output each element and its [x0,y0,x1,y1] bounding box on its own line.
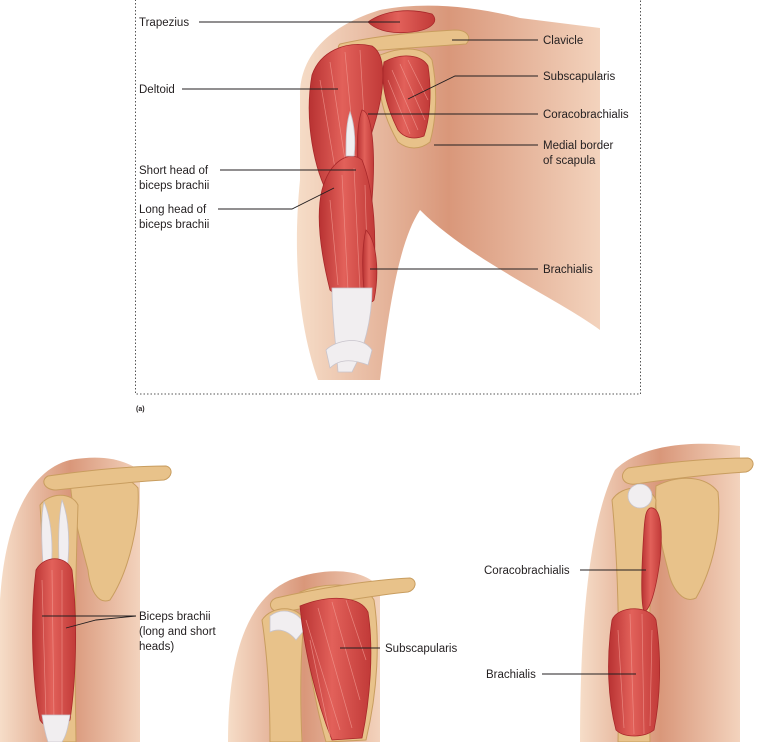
humerus-c [261,608,305,742]
label-biceps-line3: heads) [139,641,174,653]
label-medial-border-line1: Medial border [543,140,613,152]
panel-c: Subscapularis [228,571,457,742]
clavicle-b [43,465,172,491]
label-subscapularis-a: Subscapularis [543,71,615,83]
label-coracobrachialis-d: Coracobrachialis [484,565,570,577]
label-trapezius: Trapezius [139,17,189,29]
label-clavicle: Clavicle [543,35,583,47]
clavicle-d [621,457,754,485]
panel-a: Trapezius Clavicle Deltoid Subscapularis… [135,0,641,413]
panel-b: Biceps brachii (long and short heads) [0,457,217,742]
biceps-muscle-b [32,558,77,728]
label-biceps-line1: Biceps brachii [139,611,211,623]
panel-a-letter: (a) [136,406,145,413]
label-medial-border-line2: of scapula [543,155,596,167]
label-subscapularis-c: Subscapularis [385,643,457,655]
label-long-head-line2: biceps brachii [139,219,209,231]
trapezius-muscle-a [367,10,436,34]
brachialis-muscle-d [608,608,660,737]
label-brachialis-d: Brachialis [486,669,536,681]
label-coracobrachialis-a: Coracobrachialis [543,109,629,121]
label-brachialis-a: Brachialis [543,264,593,276]
label-short-head-line2: biceps brachii [139,180,209,192]
panel-d: Coracobrachialis Brachialis [484,443,754,742]
label-short-head-line1: Short head of [139,165,209,177]
label-deltoid: Deltoid [139,84,175,96]
label-biceps-line2: (long and short [139,626,217,638]
label-long-head-line1: Long head of [139,204,207,216]
panel-a-frame [135,0,641,395]
